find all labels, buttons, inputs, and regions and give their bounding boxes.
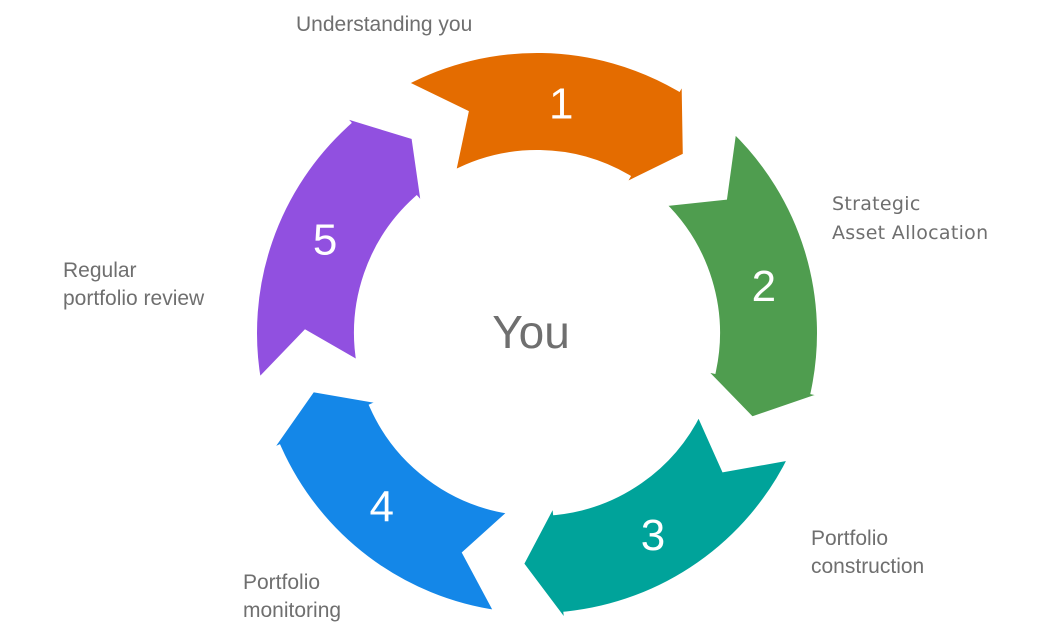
step-5-label-line-1: Regular bbox=[63, 259, 137, 282]
step-1-number: 1 bbox=[549, 79, 573, 128]
step-numbers: 1 2 3 4 5 bbox=[313, 79, 776, 560]
step-3-label: Portfolio construction bbox=[811, 525, 924, 581]
step-5-number: 5 bbox=[313, 216, 337, 265]
segment-step-1 bbox=[397, 47, 689, 195]
step-4-label: Portfolio monitoring bbox=[243, 569, 341, 625]
step-4-label-line-1: Portfolio bbox=[243, 571, 321, 594]
step-3-label-line-1: Portfolio bbox=[811, 527, 889, 550]
segment-step-5 bbox=[251, 107, 429, 389]
step-1-label: Understanding you bbox=[296, 11, 472, 39]
step-1-label-line-1: Understanding you bbox=[296, 13, 473, 36]
step-4-label-line-2: monitoring bbox=[243, 599, 342, 622]
step-4-number: 4 bbox=[370, 482, 394, 531]
step-5-label-line-2: portfolio review bbox=[63, 287, 205, 310]
segment-step-2 bbox=[655, 123, 837, 424]
step-2-number: 2 bbox=[752, 262, 776, 311]
step-2-label-line-2: Asset Allocation bbox=[832, 222, 989, 244]
segment-step-3 bbox=[517, 404, 797, 636]
step-3-number: 3 bbox=[641, 511, 665, 560]
step-3-label-line-2: construction bbox=[811, 555, 925, 578]
cycle-segments bbox=[251, 47, 837, 636]
center-label: You bbox=[492, 306, 570, 358]
step-2-label-line-1: Strategic bbox=[832, 193, 921, 215]
step-2-label: Strategic Asset Allocation bbox=[832, 190, 988, 248]
step-5-label: Regular portfolio review bbox=[63, 257, 204, 313]
segment-step-4 bbox=[258, 385, 519, 618]
